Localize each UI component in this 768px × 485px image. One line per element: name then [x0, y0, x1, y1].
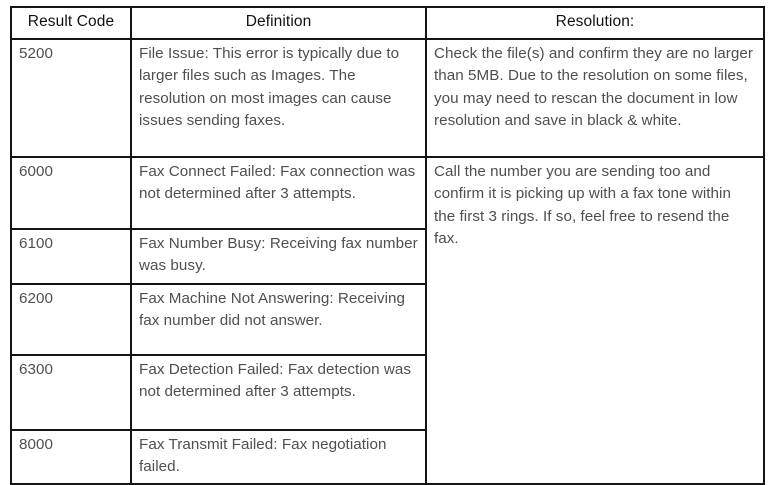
table-row: 5200 File Issue: This error is typically… — [10, 37, 765, 158]
result-code-value: 6200 — [10, 282, 132, 356]
table-row: 6300 Fax Detection Failed: Fax detection… — [10, 353, 764, 431]
result-code-value: 6100 — [10, 227, 132, 285]
resolution-text: Check the file(s) and confirm they are n… — [425, 37, 765, 158]
table-row: 6100 Fax Number Busy: Receiving fax numb… — [10, 227, 764, 285]
result-code-value: 6300 — [10, 353, 132, 431]
fax-result-codes-table: Result Code Definition Resolution: 5200 … — [10, 6, 765, 485]
table-row: 6000 Fax Connect Failed: Fax connection … — [10, 155, 765, 485]
table-row: 6200 Fax Machine Not Answering: Receivin… — [10, 282, 764, 356]
result-code-value: 8000 — [10, 428, 132, 485]
definition-text: Fax Number Busy: Receiving fax number wa… — [130, 227, 427, 285]
column-header-resolution: Resolution: — [425, 6, 765, 40]
definition-text: Fax Transmit Failed: Fax negotiation fai… — [130, 428, 427, 485]
definition-text: Fax Connect Failed: Fax connection was n… — [130, 155, 427, 230]
header-row: Result Code Definition Resolution: — [10, 6, 765, 40]
result-code-value: 5200 — [10, 37, 132, 158]
definition-text: Fax Machine Not Answering: Receiving fax… — [130, 282, 427, 356]
definition-text: File Issue: This error is typically due … — [130, 37, 427, 158]
column-header-result-code: Result Code — [10, 6, 132, 40]
table-body: 5200 File Issue: This error is typically… — [10, 37, 765, 485]
result-code-value: 6000 — [10, 155, 132, 230]
resolution-text: Call the number you are sending too and … — [425, 155, 765, 485]
table-header: Result Code Definition Resolution: — [10, 6, 765, 40]
column-header-definition: Definition — [130, 6, 427, 40]
definition-text: Fax Detection Failed: Fax detection was … — [130, 353, 427, 431]
